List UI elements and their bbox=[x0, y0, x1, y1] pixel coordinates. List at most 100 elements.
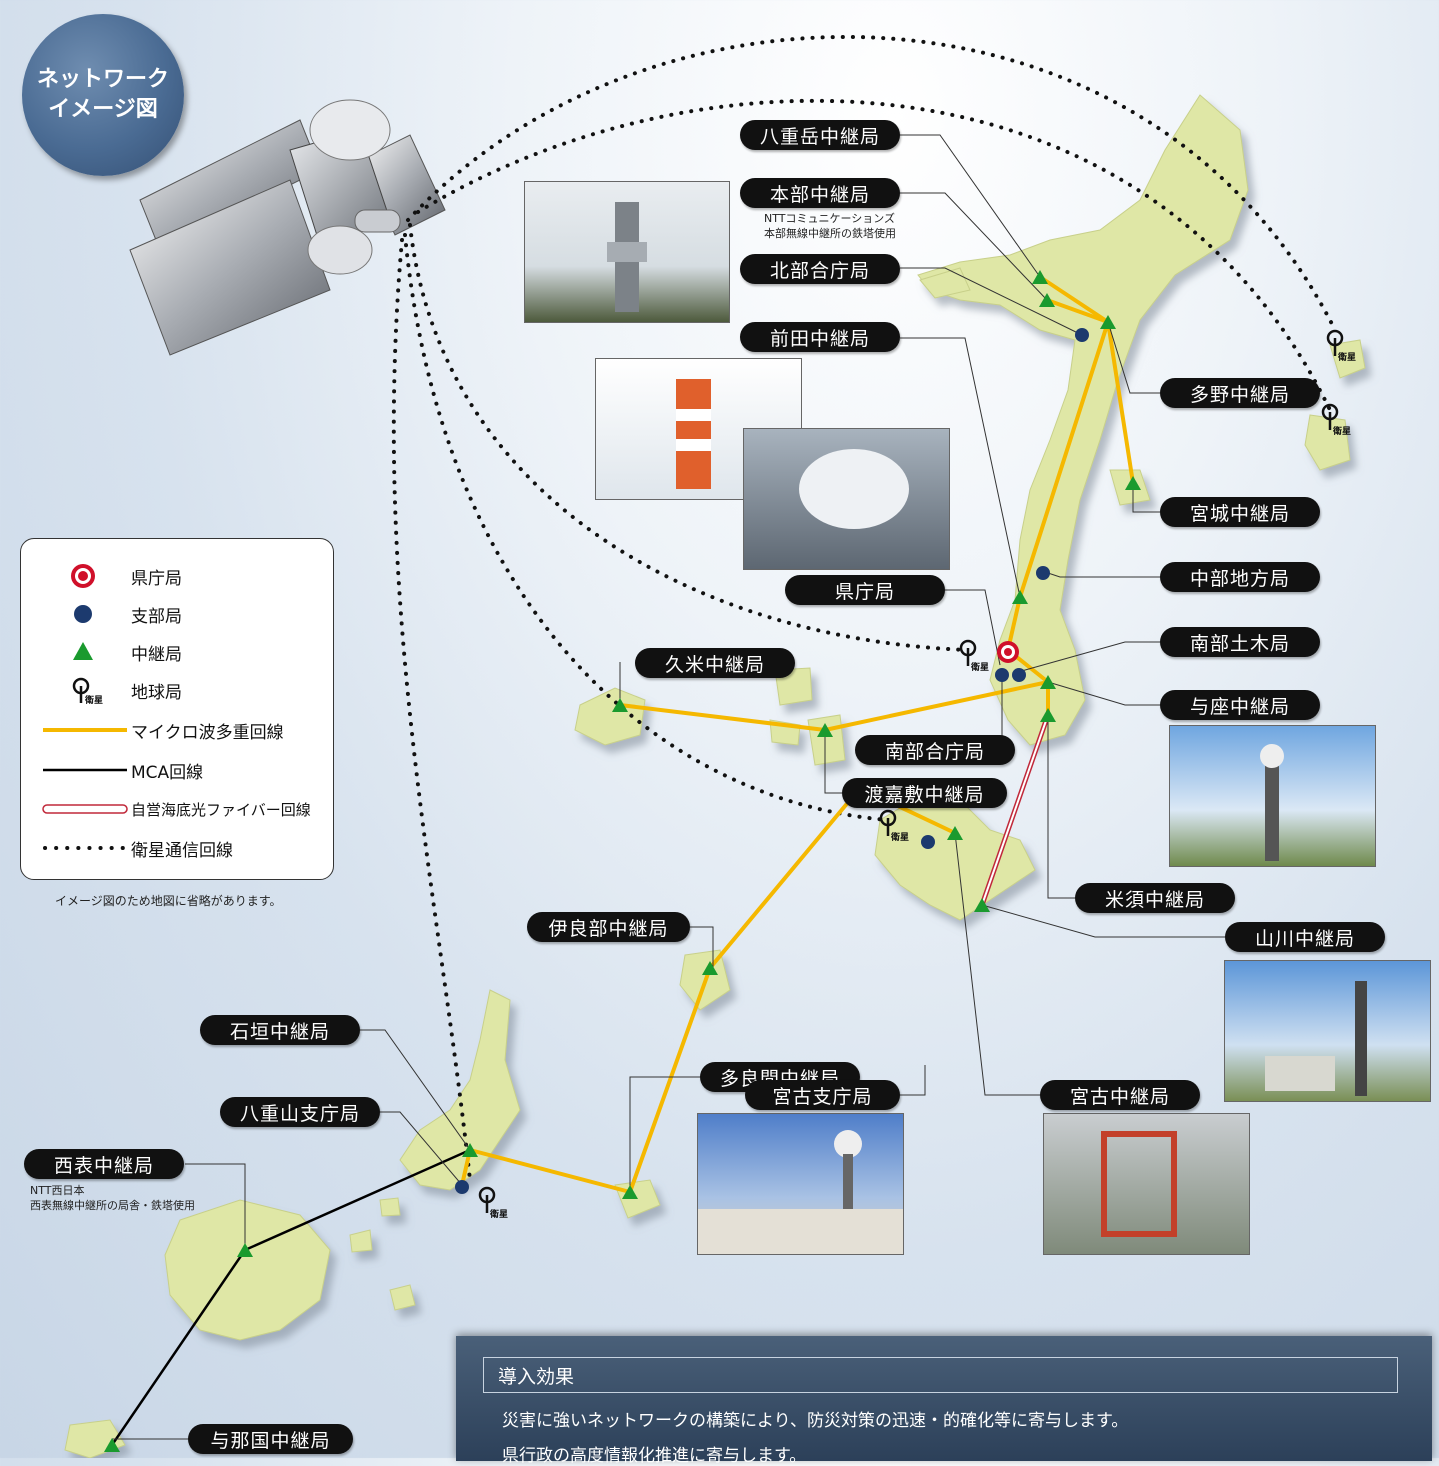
branch-stations bbox=[455, 328, 1089, 1194]
relay-marker-miyagi bbox=[1125, 476, 1141, 490]
relay-marker-yonaguni bbox=[104, 1438, 120, 1452]
islet-miyako bbox=[874, 789, 1036, 921]
label-miyako-shicho: 宮古支庁局 bbox=[745, 1080, 900, 1110]
dish-illustration bbox=[799, 449, 909, 529]
islet-east-1 bbox=[1329, 339, 1366, 379]
relay-marker-tano bbox=[1100, 315, 1116, 329]
label-kume: 久米中継局 bbox=[635, 648, 795, 678]
label-irabu: 伊良部中継局 bbox=[527, 912, 690, 942]
legend-label-satellite: 衛星通信回線 bbox=[131, 840, 233, 861]
relay-marker-tokashiki bbox=[817, 723, 833, 737]
earth-station-labels: 衛星 衛星 衛星 衛星 衛星 bbox=[489, 351, 1356, 1219]
photo-miyako-shicho bbox=[697, 1113, 904, 1255]
satellite-illustration bbox=[129, 99, 446, 356]
okinawa-main-island bbox=[917, 94, 1249, 746]
relay-icon bbox=[73, 642, 93, 660]
islet-small-2 bbox=[379, 1197, 401, 1217]
label-chubu: 中部地方局 bbox=[1160, 562, 1320, 592]
earth-marker-2 bbox=[1321, 403, 1339, 430]
label-motobu: 本部中継局 bbox=[740, 178, 900, 208]
photo-yoza-tower bbox=[1169, 725, 1376, 867]
legend-row-earth: 衛星 地球局 bbox=[21, 675, 333, 706]
effect-line-2: 県行政の高度情報化推進に寄与します。 bbox=[502, 1446, 807, 1466]
branch-icon bbox=[74, 605, 92, 623]
effect-title: 導入効果 bbox=[483, 1357, 1398, 1393]
label-miyako: 宮古中継局 bbox=[1040, 1080, 1200, 1110]
hq-icon bbox=[71, 564, 95, 588]
islet-east-2 bbox=[1304, 414, 1351, 471]
relay-marker-yamakawa bbox=[974, 898, 990, 912]
mca-line-icon bbox=[43, 768, 127, 772]
label-yone: 米須中継局 bbox=[1075, 883, 1235, 913]
label-tano: 多野中継局 bbox=[1160, 378, 1320, 408]
svg-text:衛星: 衛星 bbox=[890, 831, 909, 842]
relay-marker-iriomote bbox=[237, 1243, 253, 1257]
legend-label-earth: 地球局 bbox=[131, 682, 182, 703]
relay-marker-ishigaki bbox=[462, 1143, 478, 1157]
islet-ie bbox=[919, 267, 971, 299]
legend-label-mca: MCA回線 bbox=[131, 762, 204, 783]
photo-miyako-tower bbox=[1043, 1113, 1250, 1255]
photo-motobu-tower bbox=[524, 181, 730, 323]
svg-text:衛星: 衛星 bbox=[970, 661, 989, 672]
label-hokubu: 北部合庁局 bbox=[740, 254, 900, 284]
relay-marker-yone bbox=[1040, 708, 1056, 722]
label-kencho: 県庁局 bbox=[785, 575, 945, 605]
fiber-line bbox=[979, 714, 1051, 906]
note-iriomote-1: NTT西日本 bbox=[30, 1184, 85, 1197]
label-nanbu-doboku: 南部土木局 bbox=[1160, 627, 1320, 657]
label-yamakawa: 山川中継局 bbox=[1225, 922, 1385, 952]
satellite-line-icon bbox=[43, 846, 127, 850]
islet-ishigaki bbox=[399, 989, 521, 1191]
relay-marker-miyako bbox=[947, 826, 963, 840]
legend-row-fiber: 自営海底光ファイバー回線 bbox=[21, 794, 333, 824]
islet-iriomote bbox=[164, 1199, 331, 1341]
islands bbox=[64, 94, 1366, 1458]
badge-line-2: イメージ図 bbox=[48, 97, 158, 122]
legend-label-microwave: マイクロ波多重回線 bbox=[131, 722, 284, 743]
relay-marker-yoza bbox=[1040, 675, 1056, 689]
relay-marker-irabu bbox=[702, 961, 718, 975]
network-image-badge: ネットワーク イメージ図 bbox=[22, 14, 184, 176]
label-yoza: 与座中継局 bbox=[1160, 690, 1320, 720]
note-motobu-1: NTTコミュニケーションズ bbox=[764, 212, 896, 225]
microwave-line-icon bbox=[43, 728, 127, 732]
relay-marker-motobu bbox=[1039, 293, 1055, 307]
svg-text:衛星: 衛星 bbox=[489, 1208, 508, 1219]
relay-marker-kume bbox=[612, 698, 628, 712]
relay-marker-maeda bbox=[1012, 590, 1028, 604]
legend-label-relay: 中継局 bbox=[131, 644, 182, 665]
branch-marker-nanbu-doboku bbox=[1012, 668, 1026, 682]
branch-marker-miyako-shicho bbox=[921, 835, 935, 849]
branch-marker-nanbu-gocho bbox=[995, 668, 1009, 682]
legend-box: 県庁局 支部局 中継局 衛星 地球局 マイクロ波多重回線 MCA回線 自営海底光… bbox=[20, 538, 334, 880]
fiber-line-icon bbox=[42, 804, 128, 814]
legend-row-branch: 支部局 bbox=[21, 599, 333, 629]
earth-stations bbox=[478, 329, 1344, 1213]
islet-small-1 bbox=[349, 1229, 373, 1253]
svg-text:衛星: 衛星 bbox=[1332, 425, 1351, 436]
legend-row-microwave: マイクロ波多重回線 bbox=[21, 715, 333, 745]
note-iriomote-2: 西表無線中継所の局舎・鉄塔使用 bbox=[30, 1199, 195, 1212]
legend-label-fiber: 自営海底光ファイバー回線 bbox=[131, 800, 311, 819]
earth-marker-4 bbox=[879, 809, 897, 836]
branch-marker-yaeyama bbox=[455, 1180, 469, 1194]
islet-hateruma bbox=[389, 1284, 416, 1311]
relay-marker-yaedake bbox=[1032, 270, 1048, 284]
hq-marker bbox=[997, 641, 1019, 663]
legend-row-mca: MCA回線 bbox=[21, 755, 333, 785]
miyako-tower-illustration bbox=[1101, 1131, 1177, 1237]
earth-marker-1 bbox=[1326, 329, 1344, 356]
legend-row-satellite: 衛星通信回線 bbox=[21, 833, 333, 863]
label-yonaguni: 与那国中継局 bbox=[188, 1424, 353, 1454]
earth-marker-3 bbox=[959, 639, 977, 666]
relay-stations bbox=[104, 270, 1141, 1452]
satellite-links bbox=[391, 35, 1337, 1182]
label-tokashiki: 渡嘉敷中継局 bbox=[842, 778, 1007, 808]
islet-tokashiki bbox=[807, 714, 846, 766]
label-yaeyama: 八重山支庁局 bbox=[220, 1097, 380, 1127]
miyako-shicho-illustration bbox=[698, 1130, 903, 1254]
legend-label-hq: 県庁局 bbox=[131, 568, 182, 589]
branch-marker-hokubu bbox=[1075, 328, 1089, 342]
